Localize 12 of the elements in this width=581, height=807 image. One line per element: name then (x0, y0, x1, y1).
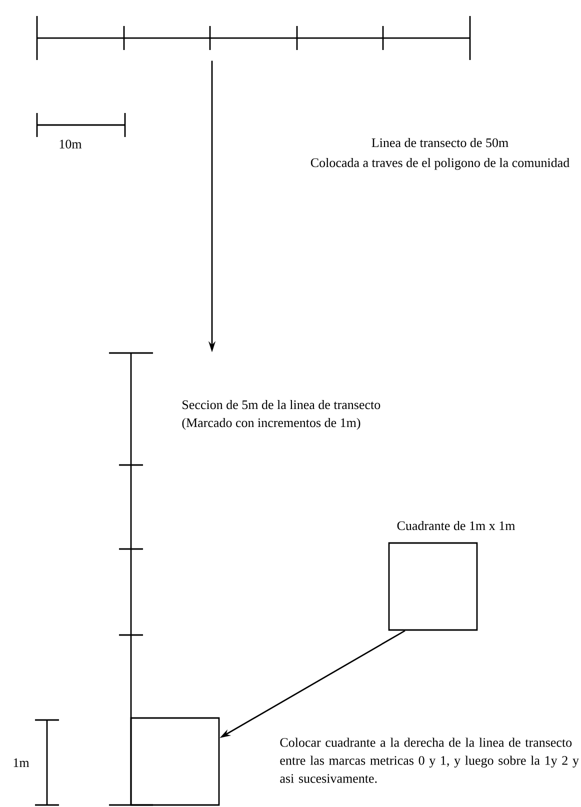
transect-line (36, 16, 471, 60)
label-text: Linea de transecto de 50m (372, 138, 508, 148)
label-text: 10m (60, 140, 82, 148)
quadrat-square (130, 717, 220, 806)
label-text: Colocada a traves de el poligono de la comunidad (310, 158, 570, 170)
transect-section (109, 352, 153, 806)
label-text: Seccion de 5m de la linea de transecto (182, 400, 380, 410)
quadrat-square (388, 542, 478, 631)
label-text: Cuadrante de 1m x 1m (397, 521, 515, 530)
label-text: Colocar cuadrante a la derecha de la linea de transecto entre las marcas metricas 0 y 1, y luego sobre la 1y 2 y asi sucesivamente. (280, 738, 579, 783)
label-text: 1m (14, 758, 30, 767)
label-text: (Marcado con incrementos de 1m) (182, 418, 360, 430)
